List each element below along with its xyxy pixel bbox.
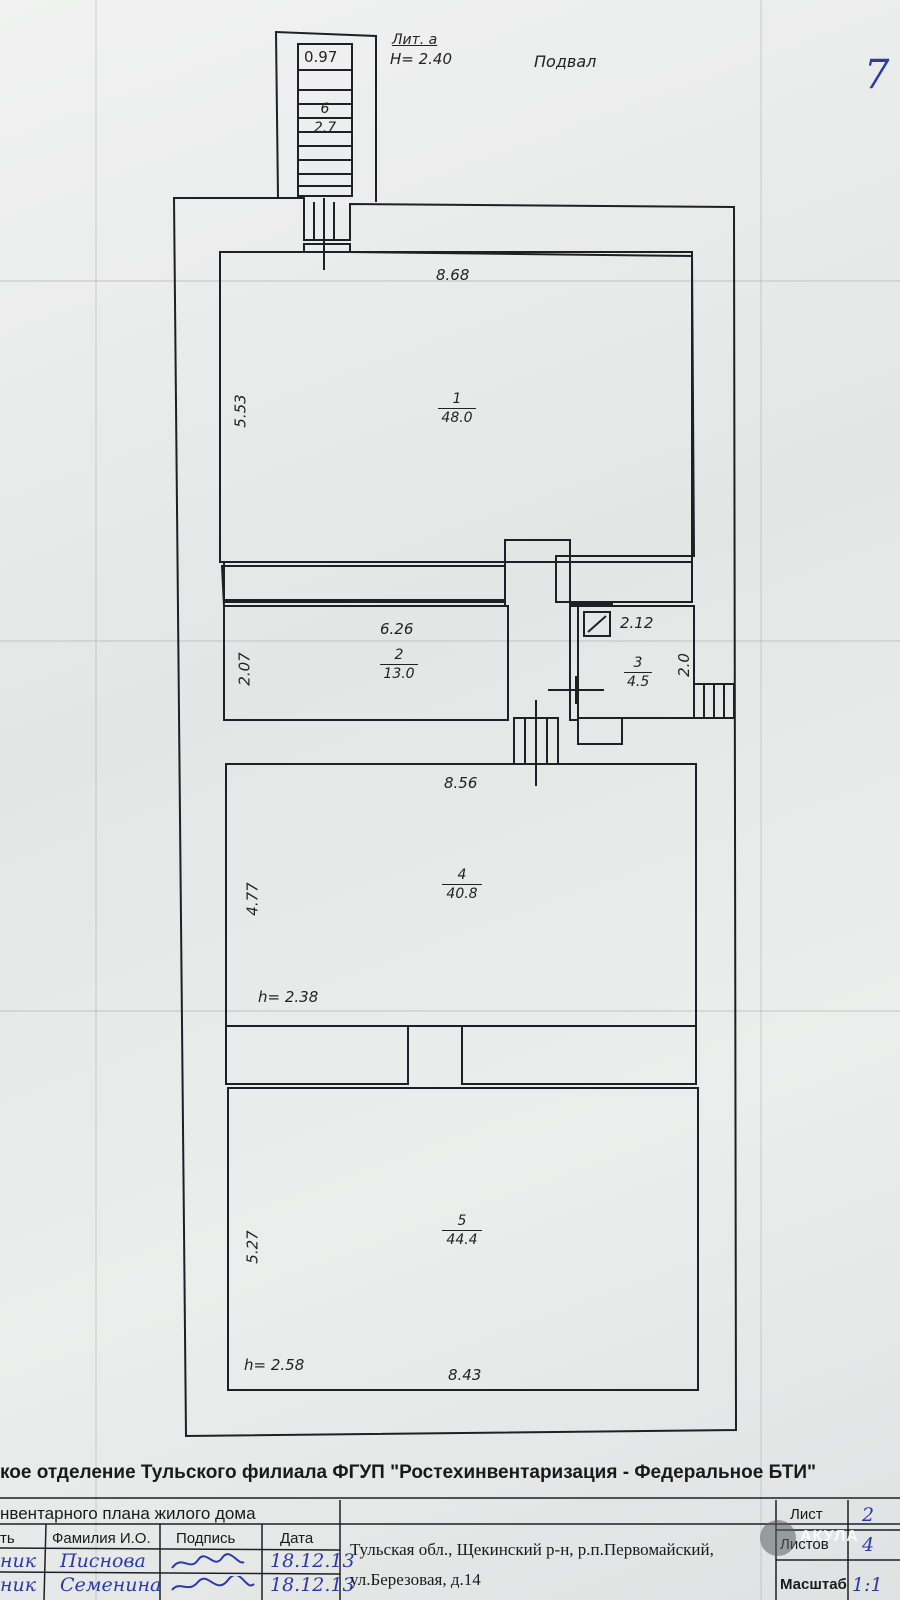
room-2-outline: [223, 605, 509, 721]
document-title: нвентарного плана жилого дома: [0, 1504, 256, 1523]
partition-4-5-left: [225, 1025, 409, 1085]
row2-date: 18.12.13: [270, 1574, 355, 1596]
room-2-label: 2 13.0: [380, 646, 418, 683]
room-5-label: 5 44.4: [442, 1212, 482, 1249]
row2-role: ник: [0, 1574, 37, 1596]
partition-4-5-right: [461, 1025, 697, 1085]
room-5-height: h= 2.58: [244, 1356, 305, 1374]
sheet-value: 2: [862, 1504, 875, 1526]
room-4-label: 4 40.8: [442, 866, 482, 903]
sheet-label: Лист: [790, 1506, 823, 1523]
room-4-height: h= 2.38: [258, 988, 319, 1006]
address-line-1: Тульская обл., Щекинский р-н, р.п.Первом…: [350, 1540, 714, 1559]
row1-name: Писнова: [60, 1550, 146, 1572]
scale-label: Масштаб: [780, 1576, 847, 1593]
signature-1-icon: [171, 1553, 245, 1569]
room-3-label: 3 4.5: [624, 654, 652, 691]
room-4-area: 40.8: [446, 886, 478, 902]
paper-fold: [0, 640, 900, 642]
chimney-icon: [583, 611, 611, 637]
room-6-area: 2.7: [313, 120, 337, 136]
scale-value: 1:1: [852, 1574, 883, 1596]
litera-label: Лит. а: [392, 32, 438, 48]
signature-2-icon: [171, 1576, 255, 1591]
room-5: [227, 1087, 699, 1391]
room-2-number: 2: [380, 646, 418, 665]
row1-date: 18.12.13: [270, 1550, 355, 1572]
room-5-width: 8.43: [448, 1366, 482, 1384]
row1-role: ник: [0, 1550, 37, 1572]
column-role: ть: [0, 1530, 15, 1547]
room-3-width: 2.12: [620, 614, 654, 632]
room-4-number: 4: [442, 866, 482, 885]
column-date: Дата: [280, 1530, 314, 1547]
room-2-width: 6.26: [380, 620, 414, 638]
room-3-number: 3: [624, 654, 652, 673]
partition-stub-left: [223, 561, 506, 603]
stairwell-6: [274, 30, 377, 270]
outer-wall: [172, 197, 738, 1438]
partition-stub-right: [555, 561, 693, 603]
paper-fold: [760, 0, 762, 1600]
paper-fold: [0, 1010, 900, 1012]
room-3-inner: [577, 605, 695, 719]
room-3-area: 4.5: [627, 674, 650, 690]
room-1-number: 1: [438, 390, 476, 409]
column-name: Фамилия И.О.: [52, 1530, 151, 1547]
row2-name: Семенина: [60, 1574, 162, 1596]
organization-name: кое отделение Тульского филиала ФГУП "Ро…: [0, 1462, 817, 1483]
paper-fold: [0, 280, 900, 282]
room-1-label: 1 48.0: [438, 390, 476, 427]
room-5-number: 5: [442, 1212, 482, 1231]
room-1-area: 48.0: [441, 410, 473, 426]
column-signature: Подпись: [176, 1530, 236, 1547]
room-6-label: 6 2.7: [310, 100, 340, 137]
stair-width-label: 0.97: [304, 48, 338, 66]
height-label: H= 2.40: [390, 50, 453, 68]
address-line-2: ул.Березовая, д.14: [350, 1570, 481, 1589]
level-label: Подвал: [534, 52, 597, 71]
side-steps: [693, 683, 735, 719]
watermark-logo: [760, 1520, 796, 1556]
room-4-width: 8.56: [444, 774, 478, 792]
paper-fold: [95, 0, 97, 1600]
watermark-text: АКУЛА: [800, 1528, 859, 1545]
room-6-number: 6: [310, 100, 340, 119]
room-5-area: 44.4: [446, 1232, 478, 1248]
sheets-value: 4: [862, 1534, 875, 1556]
sheet-number-handwritten: 7: [864, 52, 890, 98]
room-1-width: 8.68: [436, 266, 470, 284]
room-2-area: 13.0: [383, 666, 415, 682]
